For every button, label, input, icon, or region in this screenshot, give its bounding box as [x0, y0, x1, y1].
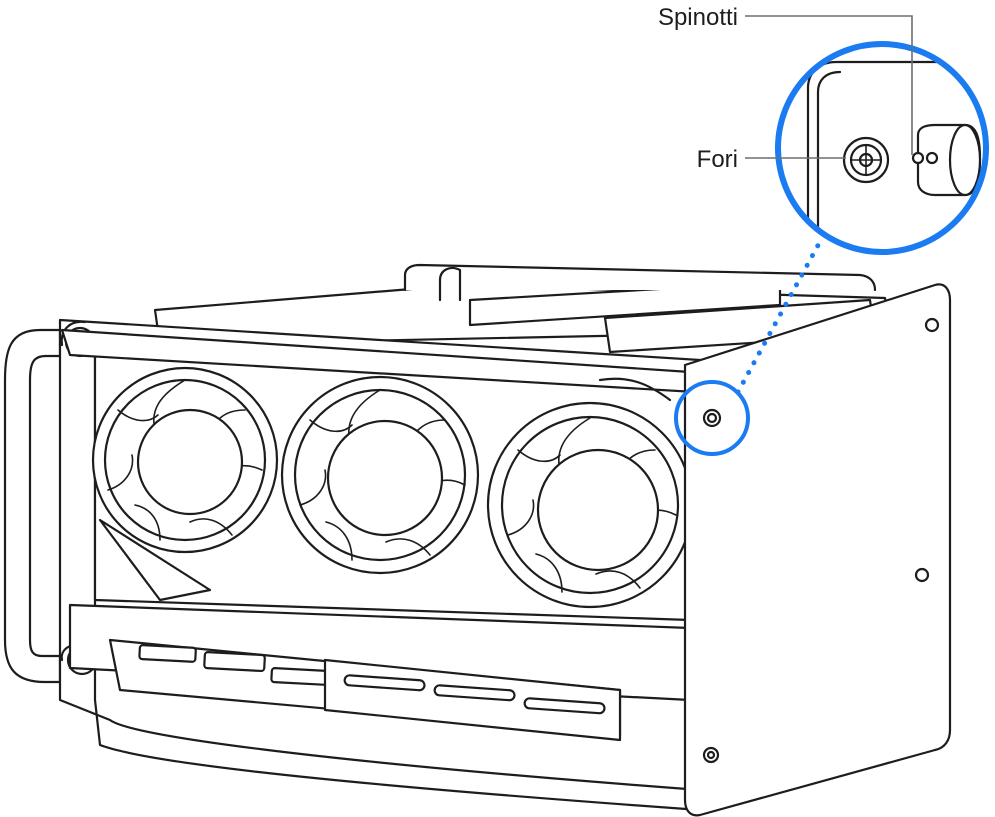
screw-icon	[702, 317, 940, 764]
fan-middle	[280, 375, 480, 575]
holes-label: Fori	[697, 146, 738, 173]
screw-icon	[842, 136, 890, 184]
highlight-circle-small	[674, 380, 750, 456]
dotted-connector	[735, 235, 825, 395]
bottom-tray	[68, 603, 692, 742]
highlight-circle-large	[775, 41, 989, 255]
fan-right	[486, 401, 694, 609]
alignment-pin-icon	[911, 151, 939, 165]
fan-left	[91, 366, 279, 554]
pins-label: Spinotti	[658, 4, 738, 31]
right-end-plate	[683, 283, 952, 817]
magnified-detail	[775, 41, 989, 255]
pins-leader-line	[745, 15, 913, 155]
left-handle	[3, 328, 62, 684]
